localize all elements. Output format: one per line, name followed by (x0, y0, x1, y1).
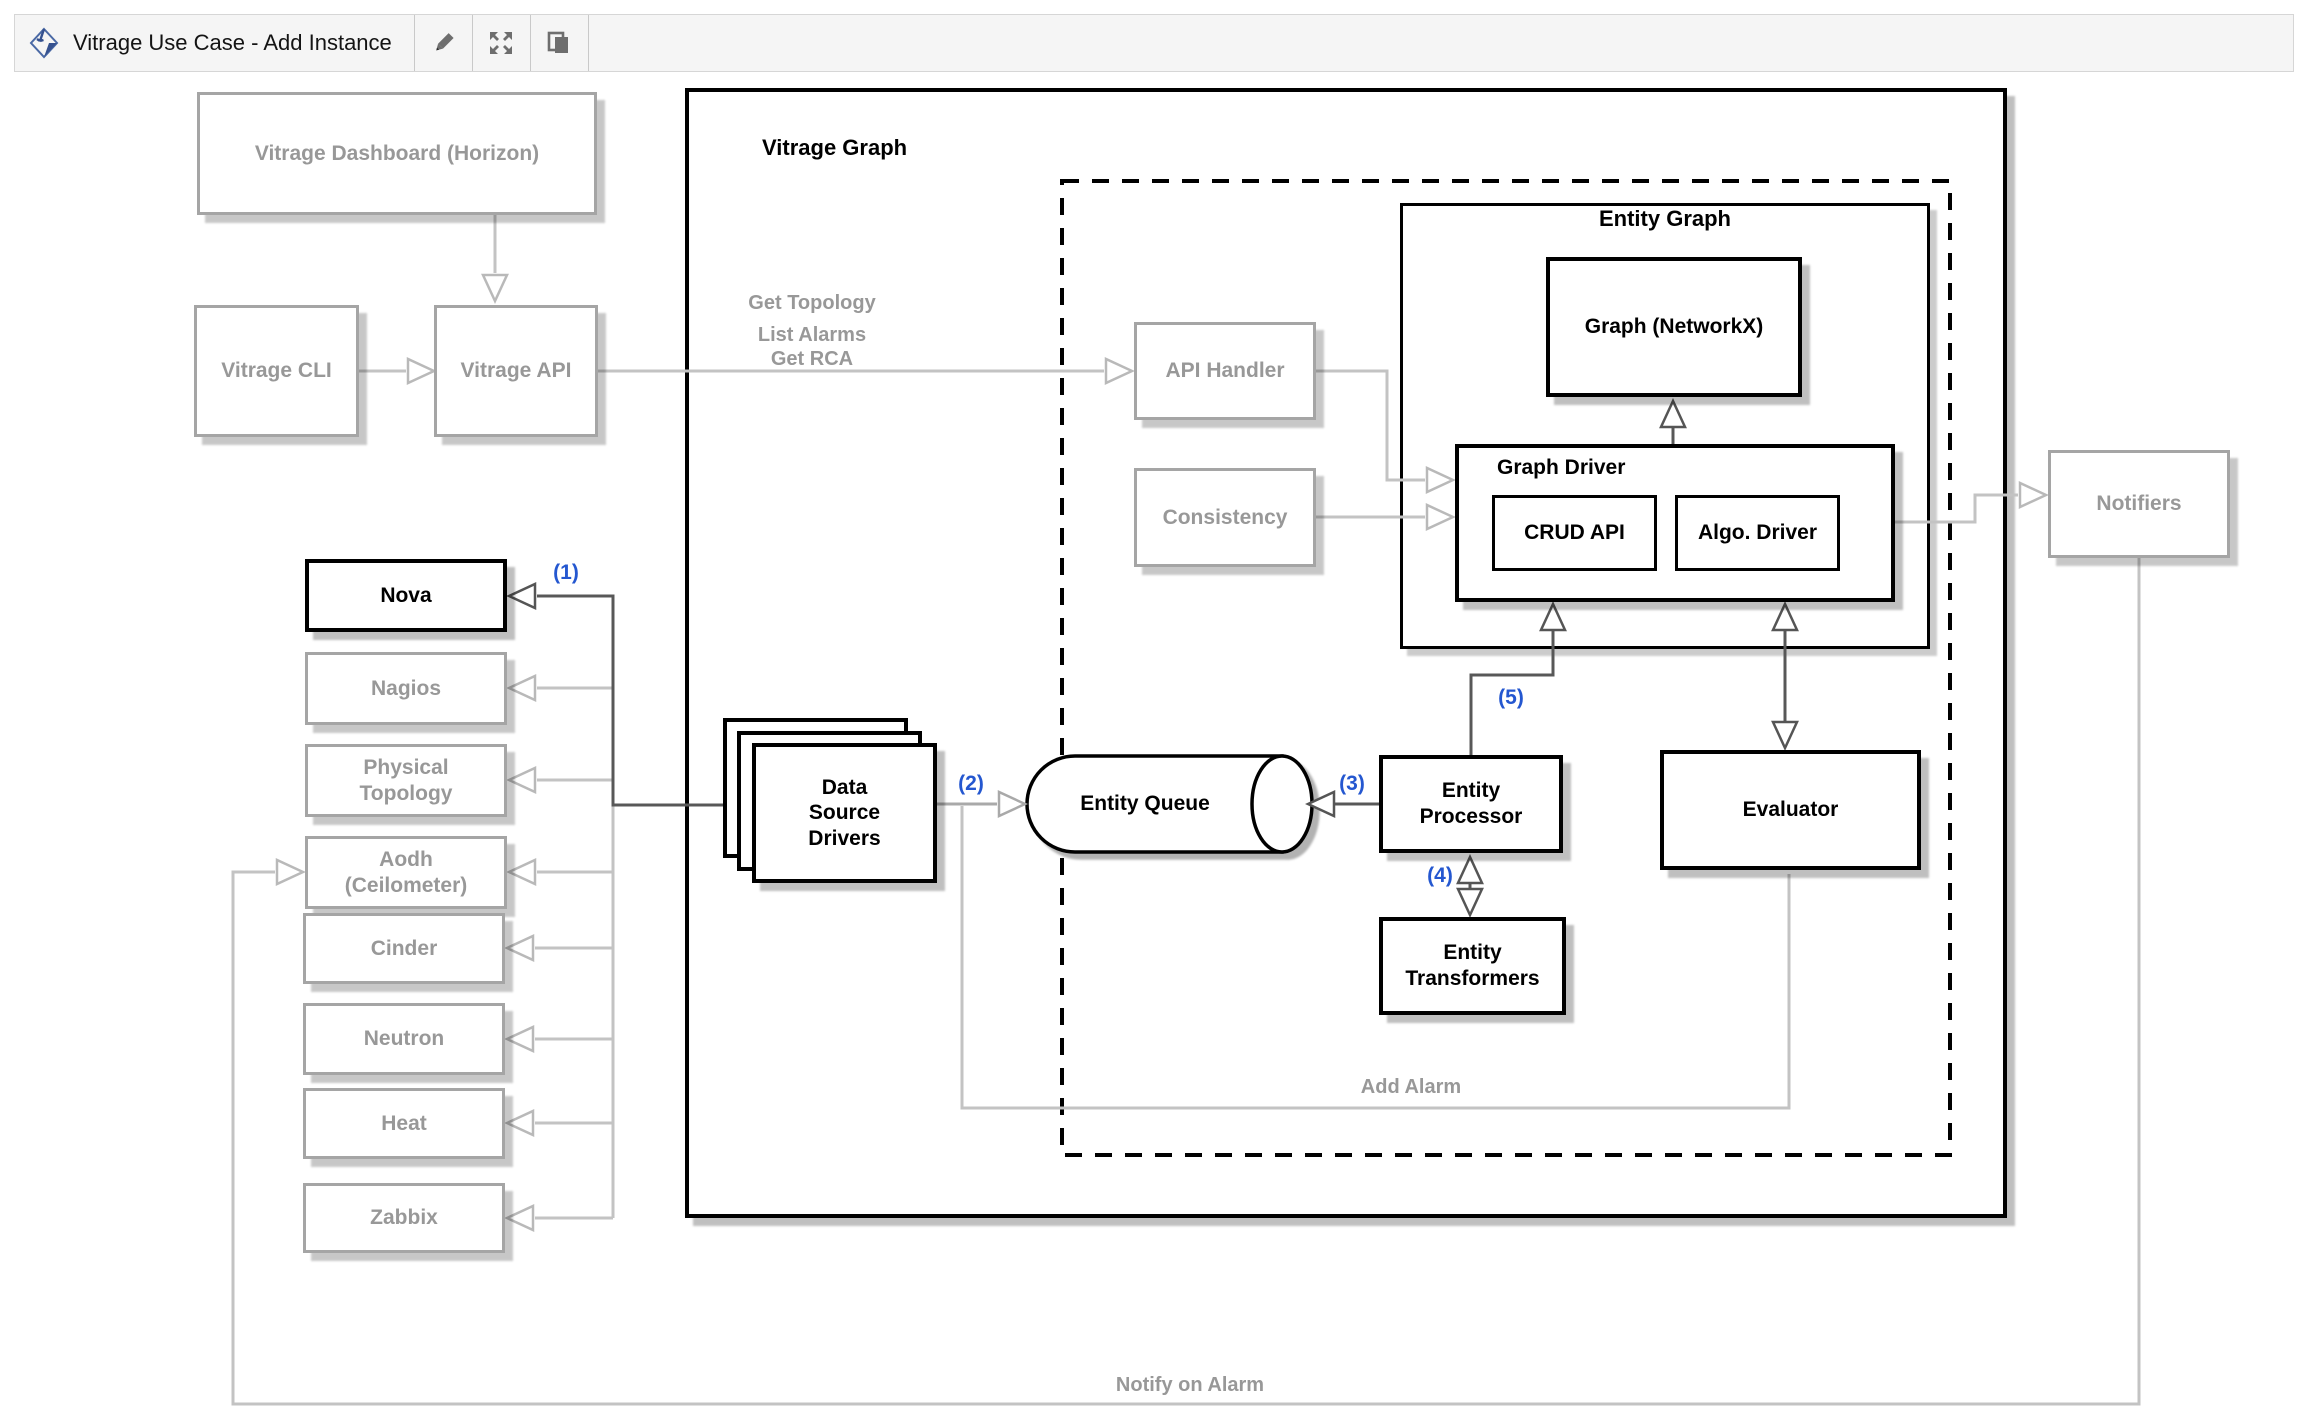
node-notifiers[interactable]: Notifiers (2048, 450, 2230, 558)
node-data-source-drivers[interactable]: Data Source Drivers (752, 743, 937, 883)
step-label-2: (2) (958, 772, 984, 795)
drawio-logo-icon (29, 27, 59, 59)
expand-arrows-icon (487, 29, 515, 57)
node-vitrage-cli[interactable]: Vitrage CLI (194, 305, 359, 437)
edit-button[interactable] (415, 15, 473, 71)
vitrage-graph-label: Vitrage Graph (762, 135, 908, 160)
node-nova[interactable]: Nova (305, 559, 507, 632)
pencil-icon (430, 30, 456, 56)
step-label-3: (3) (1339, 772, 1365, 795)
copy-button[interactable] (531, 15, 589, 71)
entity-graph-label: Entity Graph (1598, 206, 1731, 231)
step-label-1: (1) (553, 561, 579, 584)
entity-queue-label[interactable]: Entity Queue (1080, 792, 1210, 815)
node-consistency[interactable]: Consistency (1134, 468, 1316, 567)
node-vitrage-api[interactable]: Vitrage API (434, 305, 598, 437)
node-graph-networkx[interactable]: Graph (NetworkX) (1546, 257, 1802, 397)
node-nagios[interactable]: Nagios (305, 652, 507, 725)
flow-label-add-alarm: Add Alarm (1360, 1076, 1462, 1098)
node-neutron[interactable]: Neutron (303, 1003, 505, 1075)
node-vitrage-dashboard[interactable]: Vitrage Dashboard (Horizon) (197, 92, 597, 215)
node-crud-api[interactable]: CRUD API (1492, 495, 1657, 571)
node-api-handler[interactable]: API Handler (1134, 322, 1316, 420)
step-label-4: (4) (1427, 864, 1453, 887)
diagram-toolbar: Vitrage Use Case - Add Instance (14, 14, 2294, 72)
toolbar-title-cell: Vitrage Use Case - Add Instance (15, 15, 415, 71)
copy-icon (546, 30, 572, 56)
node-physical-topology[interactable]: Physical Topology (305, 744, 507, 817)
node-zabbix[interactable]: Zabbix (303, 1183, 505, 1253)
node-entity-processor[interactable]: Entity Processor (1379, 755, 1563, 853)
toolbar-spacer (589, 15, 2293, 71)
graph-driver-label: Graph Driver (1497, 456, 1626, 479)
node-heat[interactable]: Heat (303, 1088, 505, 1159)
node-cinder[interactable]: Cinder (303, 913, 505, 984)
flow-label-notify-on-alarm: Notify on Alarm (1115, 1374, 1265, 1396)
fullscreen-button[interactable] (473, 15, 531, 71)
diagram-title: Vitrage Use Case - Add Instance (73, 30, 392, 55)
node-evaluator[interactable]: Evaluator (1660, 750, 1921, 870)
flow-label-get-topology: Get Topology (748, 292, 876, 314)
flow-label-list-alarms: List Alarms (757, 324, 867, 346)
node-aodh[interactable]: Aodh (Ceilometer) (305, 836, 507, 909)
flow-label-get-rca: Get RCA (770, 348, 854, 370)
step-label-5: (5) (1498, 686, 1524, 709)
node-entity-transformers[interactable]: Entity Transformers (1379, 917, 1566, 1015)
node-algo-driver[interactable]: Algo. Driver (1675, 495, 1840, 571)
